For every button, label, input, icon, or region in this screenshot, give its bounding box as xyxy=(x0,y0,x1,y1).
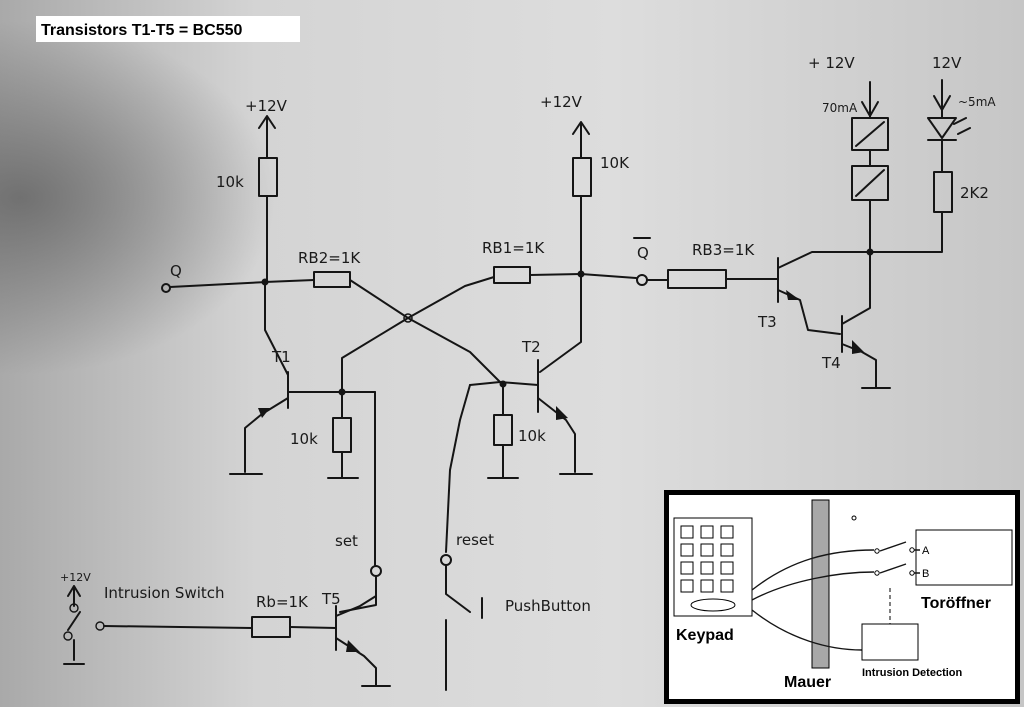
t3-label: T3 xyxy=(757,313,777,331)
q-terminal xyxy=(161,283,171,293)
rb1-label: RB1=1K xyxy=(482,239,545,257)
t5-branch: +12V Intrusion Switch Rb=1K T5 xyxy=(60,571,391,687)
cross-junction xyxy=(403,313,413,323)
intrusion-switch-label: Intrusion Switch xyxy=(104,584,225,602)
wall xyxy=(811,499,830,669)
r-t1-label: 10k xyxy=(290,430,318,448)
title-text: Transistors T1-T5 = BC550 xyxy=(41,22,243,39)
rb-t5-label: Rb=1K xyxy=(256,593,309,611)
wall-label: Mauer xyxy=(784,674,831,691)
t4-label: T4 xyxy=(821,354,841,372)
inset-diagram: Keypad Mauer A B Toröffner Intrusion Det… xyxy=(664,490,1020,704)
output-stage: RB3=1K T3 T4 + 12V 70mA 2K2 12V ~5mA xyxy=(646,54,996,389)
title-box: Transistors T1-T5 = BC550 xyxy=(36,16,300,42)
r-top-left-label: 10k xyxy=(216,173,244,191)
r-top-mid-label: 10K xyxy=(600,154,630,172)
terminal-b-label: B xyxy=(922,568,929,580)
t2-branch: +12V 10K RB1=1K Q T2 10k reset PushBu xyxy=(407,93,651,691)
t1-label: T1 xyxy=(271,348,291,366)
r-t2-label: 10k xyxy=(518,427,546,445)
led-current-label: ~5mA xyxy=(958,95,996,109)
t2-label: T2 xyxy=(521,338,541,356)
door-opener-label: Toröffner xyxy=(921,595,991,612)
supply-relay-label: + 12V xyxy=(808,54,855,72)
intrusion-detection-box xyxy=(861,623,919,661)
q-label: Q xyxy=(170,262,182,280)
pushbutton-label: PushButton xyxy=(505,597,591,615)
rb2-label: RB2=1K xyxy=(298,249,361,267)
keypad-label: Keypad xyxy=(676,627,734,644)
rb3-label: RB3=1K xyxy=(692,241,755,259)
t5-label: T5 xyxy=(321,590,341,608)
reset-label: reset xyxy=(456,531,494,549)
relay-current-label: 70mA xyxy=(822,101,858,115)
intrusion-detection-label: Intrusion Detection xyxy=(862,667,963,679)
terminal-a-label: A xyxy=(922,545,930,557)
door-opener-box xyxy=(915,529,1013,586)
r-led-label: 2K2 xyxy=(960,184,989,202)
set-label: set xyxy=(335,532,358,550)
q-bar-label: Q xyxy=(637,244,649,262)
supply-switch-label: +12V xyxy=(60,571,91,584)
supply-mid-label: +12V xyxy=(540,93,583,111)
keypad-keys xyxy=(680,525,736,612)
supply-led-label: 12V xyxy=(932,54,962,72)
supply-left-label: +12V xyxy=(245,97,288,115)
